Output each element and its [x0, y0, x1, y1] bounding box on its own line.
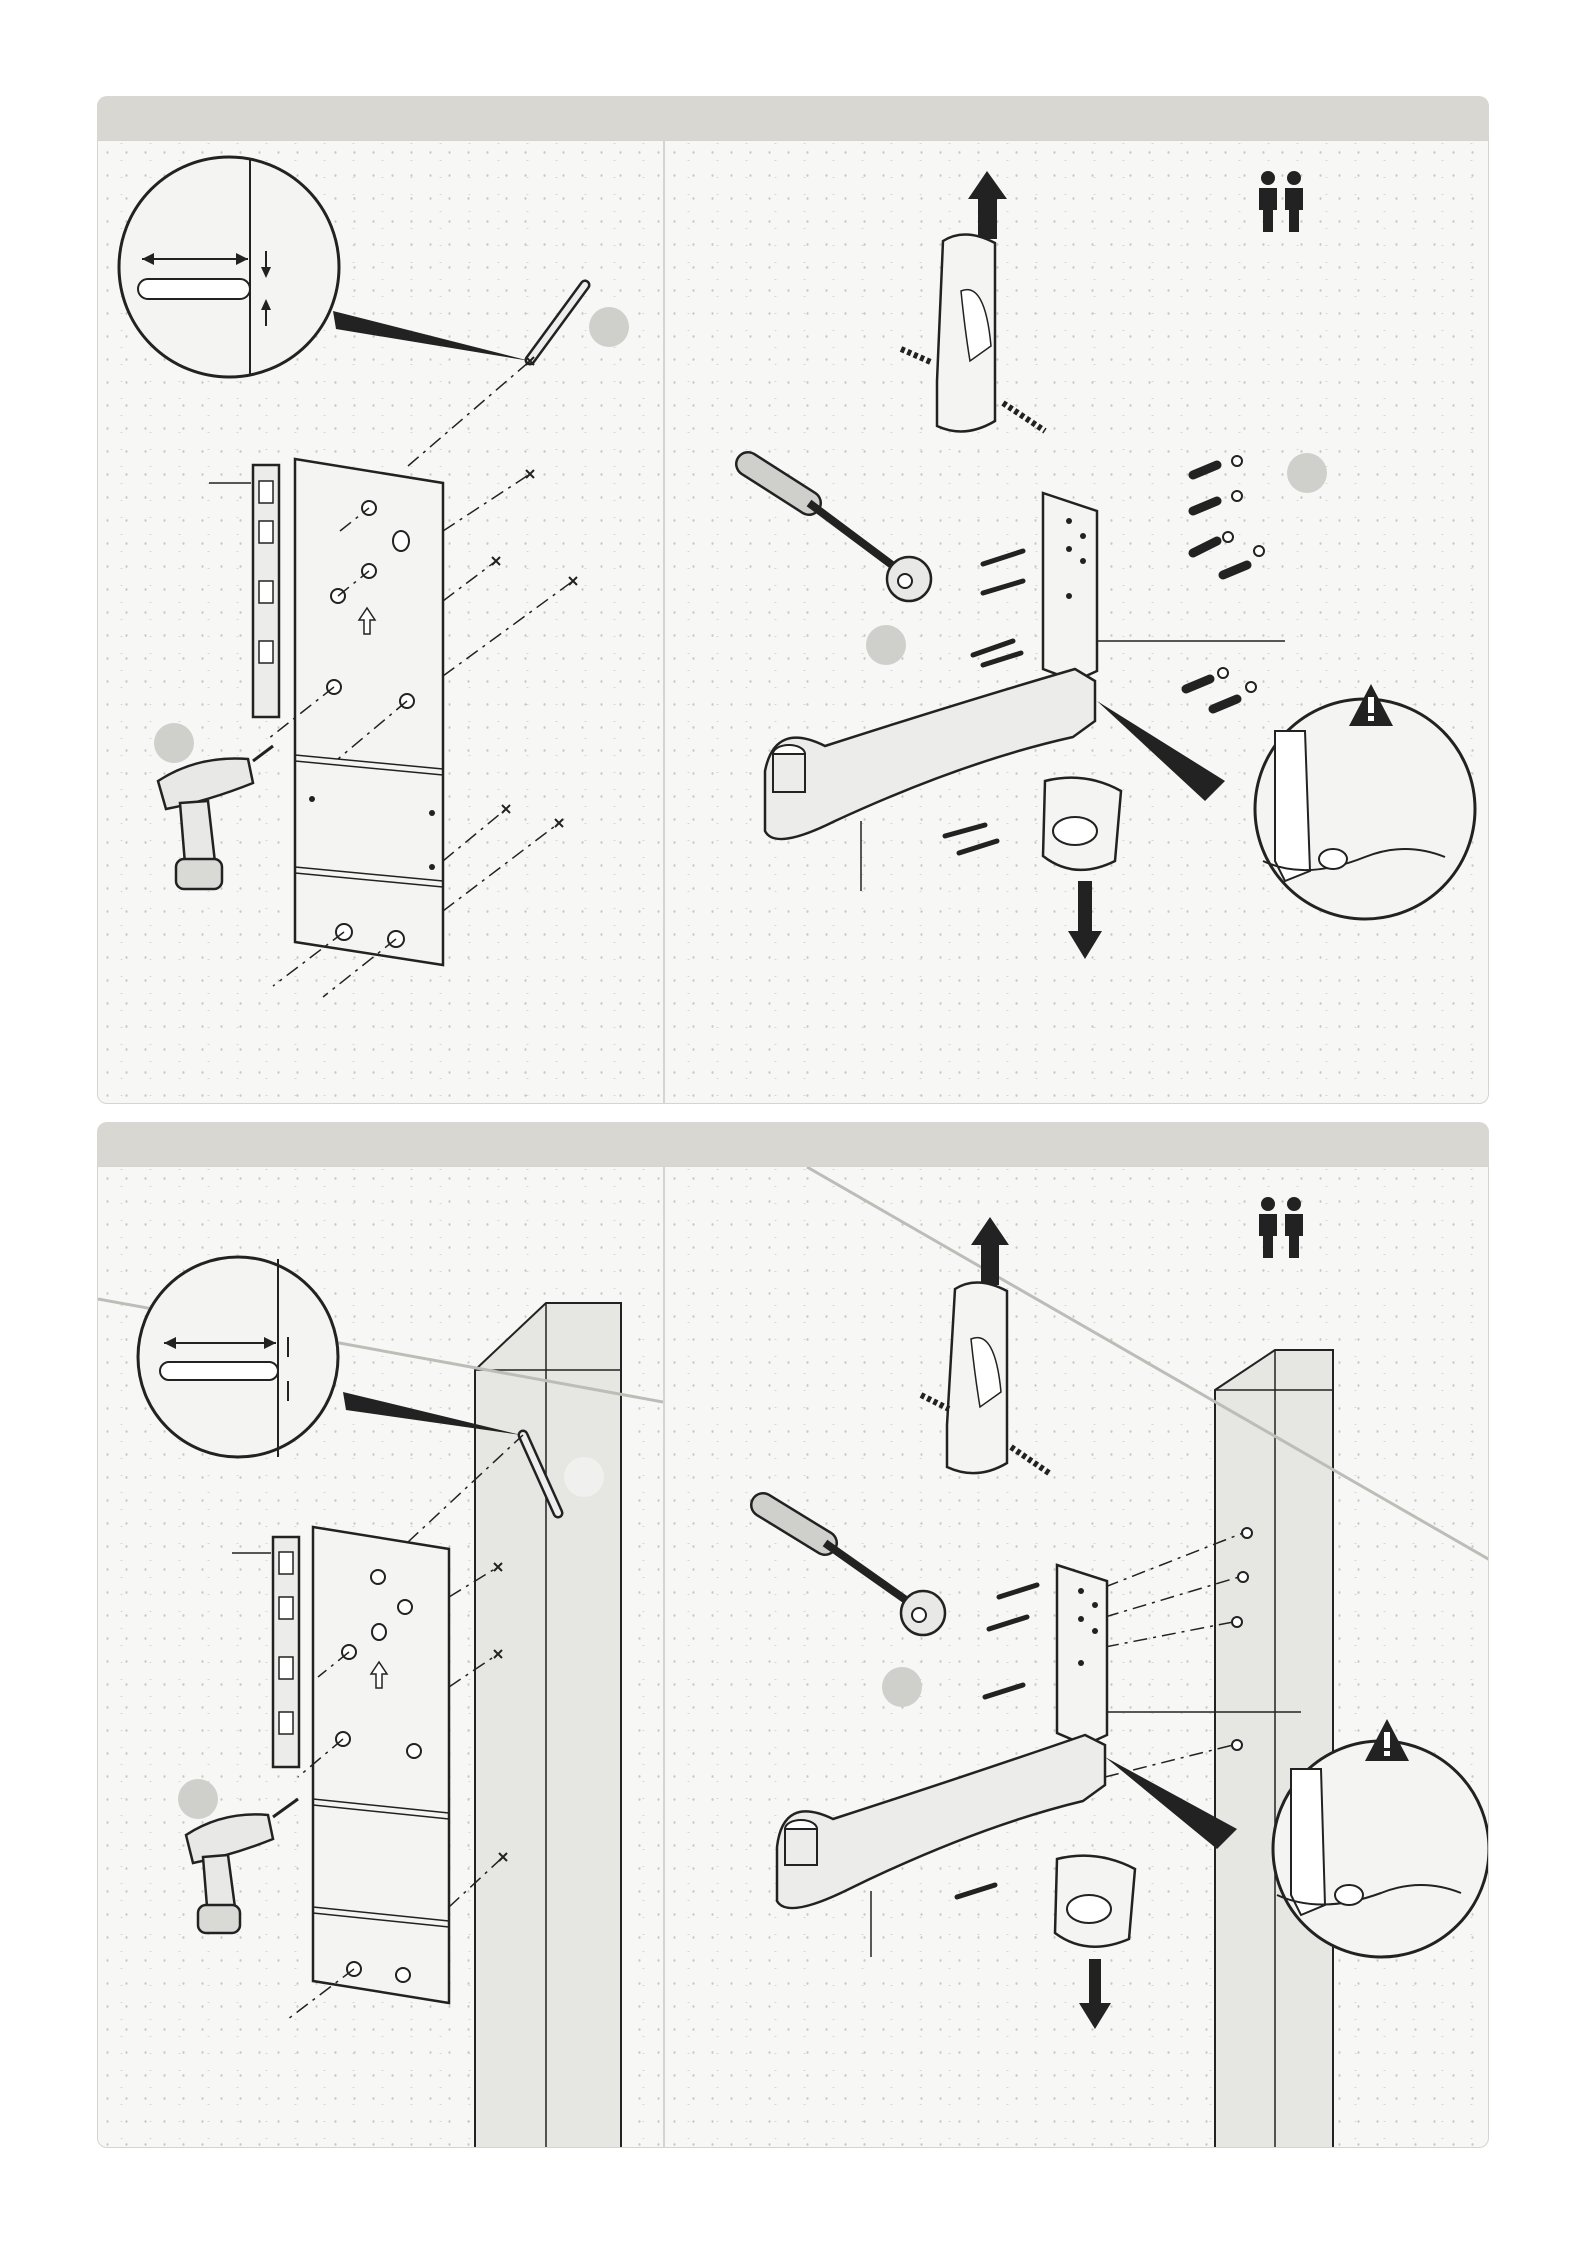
two-person-icon [1259, 1197, 1303, 1258]
bracket-illustration [665, 141, 1489, 1104]
step-header-bar [97, 1122, 1489, 1166]
ratchet-wrench-icon [763, 1505, 945, 1635]
step-marker [1287, 453, 1327, 493]
ratchet-wrench-icon [748, 464, 931, 601]
panel-wall-plate-marking [97, 140, 664, 1104]
panel-wall-plate-marking-wood-stud [97, 1166, 664, 2148]
wall-marks [492, 357, 577, 827]
wall-plate [295, 459, 443, 965]
bracket-stud-illustration [665, 1167, 1489, 2148]
screws-icon [957, 1585, 1037, 1897]
step-header-bar [97, 96, 1489, 140]
step-marker [589, 307, 629, 347]
panel-bracket-mounting-wood-stud [664, 1166, 1489, 2148]
pencil-icon [530, 285, 585, 360]
top-cover [901, 171, 1045, 431]
two-person-icon [1259, 171, 1303, 232]
bottom-cover [1043, 778, 1121, 959]
wall-plate-illustration [98, 141, 663, 1104]
instruction-step-top [97, 96, 1489, 1104]
panel-bracket-mounting [664, 140, 1489, 1104]
level-icon [232, 1537, 299, 1767]
step-marker [882, 1667, 922, 1707]
drill-icon [154, 723, 273, 889]
step-marker [564, 1457, 604, 1497]
magnifier-detail-icon [1097, 699, 1475, 919]
wall-plate-stud-illustration [98, 1167, 663, 2148]
wood-stud [807, 1167, 1489, 2148]
wall-bracket [765, 493, 1285, 891]
top-cover [921, 1217, 1049, 1473]
wall-plugs-icon [1186, 456, 1264, 709]
instruction-step-bottom [97, 1122, 1489, 2148]
drill-icon [178, 1779, 298, 1933]
step-marker [866, 625, 906, 665]
magnifier-detail-icon [138, 1257, 521, 1457]
level-icon [209, 465, 279, 717]
magnifier-detail-icon [119, 157, 530, 377]
wall-plate [313, 1527, 449, 2003]
bottom-cover [1055, 1856, 1135, 2029]
